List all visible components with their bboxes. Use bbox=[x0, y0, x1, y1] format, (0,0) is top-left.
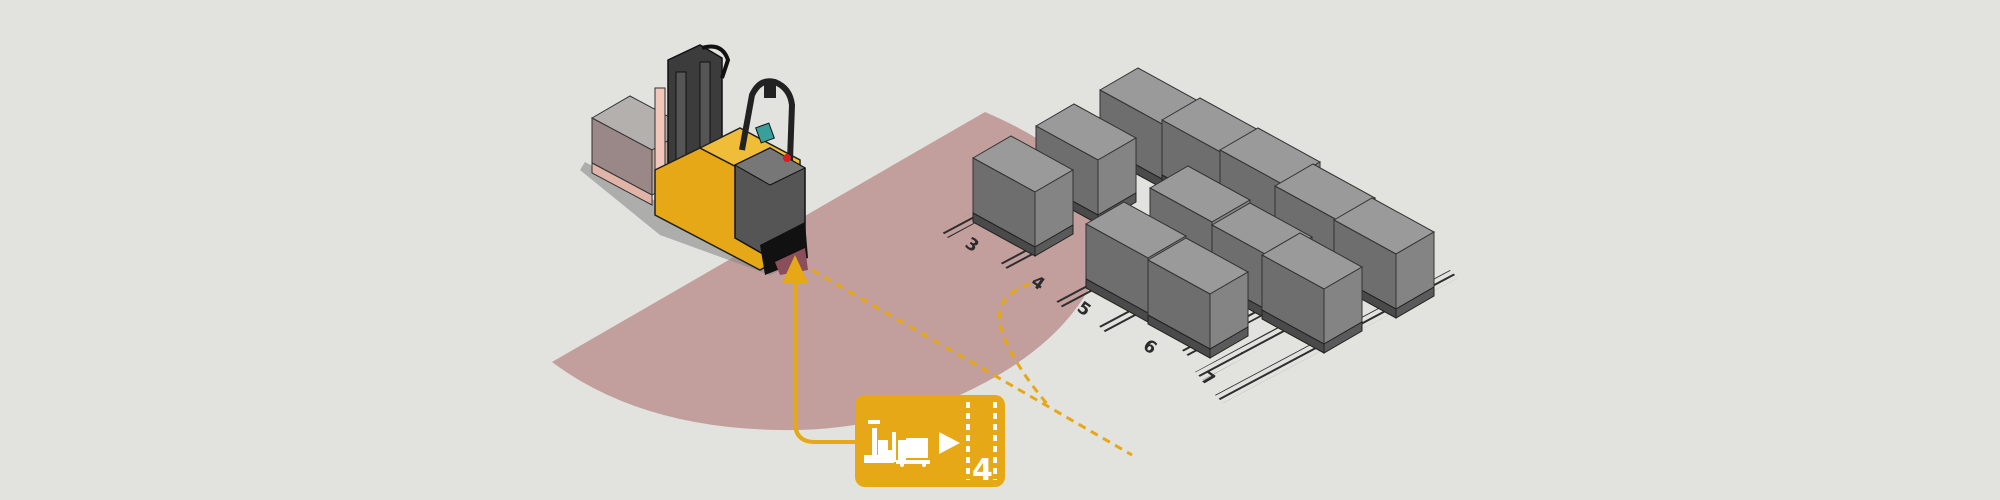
agv-icon bbox=[864, 420, 894, 463]
pallet-stacks bbox=[971, 67, 1436, 359]
route-arrowhead bbox=[782, 255, 808, 283]
go-arrow-icon bbox=[939, 432, 960, 454]
lane-label-6: 6 bbox=[1139, 336, 1160, 359]
dashed-path-lane-4 bbox=[997, 282, 1050, 406]
route-lines bbox=[782, 255, 1133, 457]
forklift-with-load-icon bbox=[892, 432, 930, 467]
lane-instruction-badge: 4 bbox=[855, 395, 1005, 488]
pallet-box bbox=[971, 135, 1075, 257]
badge-lane-number: 4 bbox=[972, 453, 993, 488]
forklift-mast bbox=[654, 44, 731, 191]
forklift-agv bbox=[580, 44, 808, 275]
pallet-box bbox=[1146, 237, 1250, 359]
route-to-vehicle bbox=[793, 280, 860, 444]
safety-zone bbox=[552, 112, 1107, 431]
pallet-box bbox=[1260, 232, 1364, 354]
dashed-path-diagonal bbox=[811, 268, 1133, 457]
